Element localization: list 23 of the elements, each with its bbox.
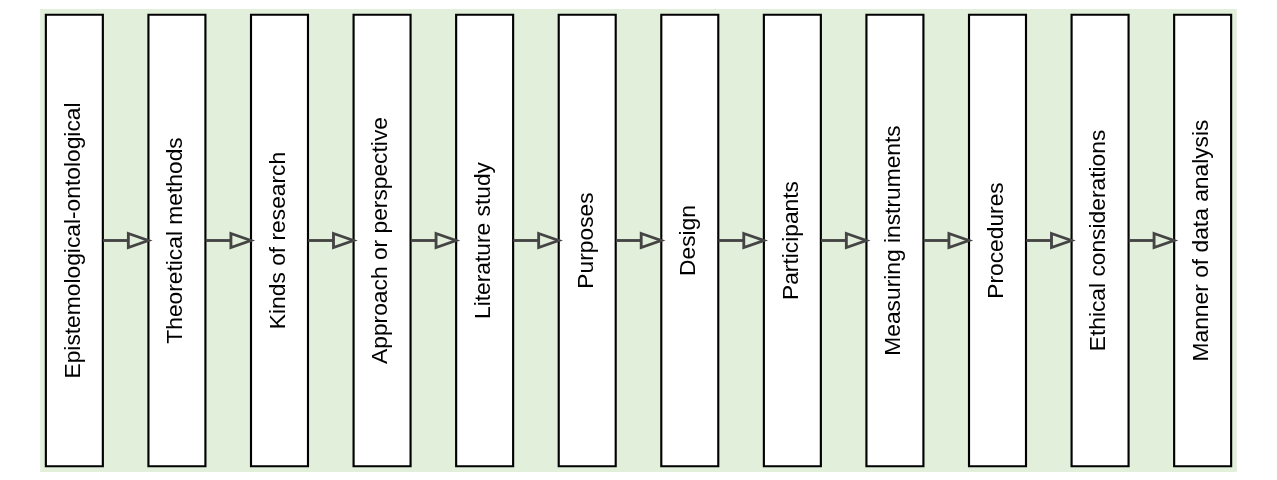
arrow bbox=[308, 231, 358, 249]
node-box: Literature study bbox=[455, 13, 515, 467]
node-box: Procedures bbox=[967, 13, 1028, 467]
node-box: Participants bbox=[762, 13, 822, 467]
node-box: Ethical considerations bbox=[1070, 13, 1130, 467]
arrow bbox=[718, 231, 769, 249]
arrow bbox=[1026, 231, 1076, 249]
arrow bbox=[923, 231, 974, 249]
node-box: Design bbox=[660, 13, 720, 467]
arrow bbox=[103, 231, 153, 249]
arrow bbox=[615, 231, 666, 249]
node-box: Kinds of research bbox=[249, 13, 310, 467]
arrow bbox=[205, 231, 256, 249]
arrow bbox=[410, 231, 461, 249]
node-box: Theoretical methods bbox=[147, 13, 207, 467]
arrow bbox=[513, 231, 563, 249]
node-box: Epistemological-ontological bbox=[44, 13, 104, 467]
arrow bbox=[821, 231, 871, 249]
node-box: Manner of data analysis bbox=[1173, 13, 1233, 467]
node-box: Purposes bbox=[557, 13, 617, 467]
node-box: Approach or perspective bbox=[352, 13, 412, 467]
arrow bbox=[1128, 231, 1179, 249]
node-box: Measuring instruments bbox=[865, 13, 925, 467]
